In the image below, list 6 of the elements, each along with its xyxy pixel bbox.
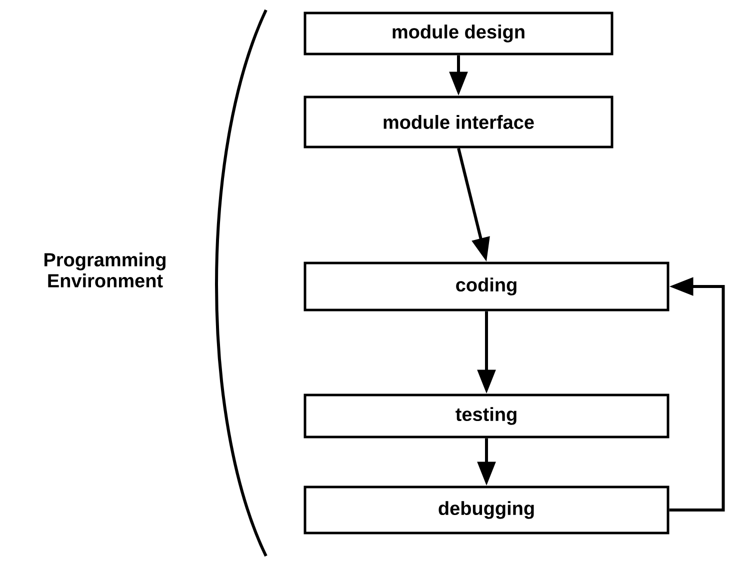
process-box: coding xyxy=(304,262,670,312)
side-label: Programming Environment xyxy=(44,252,166,288)
process-box: module design xyxy=(304,12,614,56)
process-box: testing xyxy=(304,394,670,438)
process-box: module interface xyxy=(304,96,614,148)
process-box: debugging xyxy=(304,486,670,534)
